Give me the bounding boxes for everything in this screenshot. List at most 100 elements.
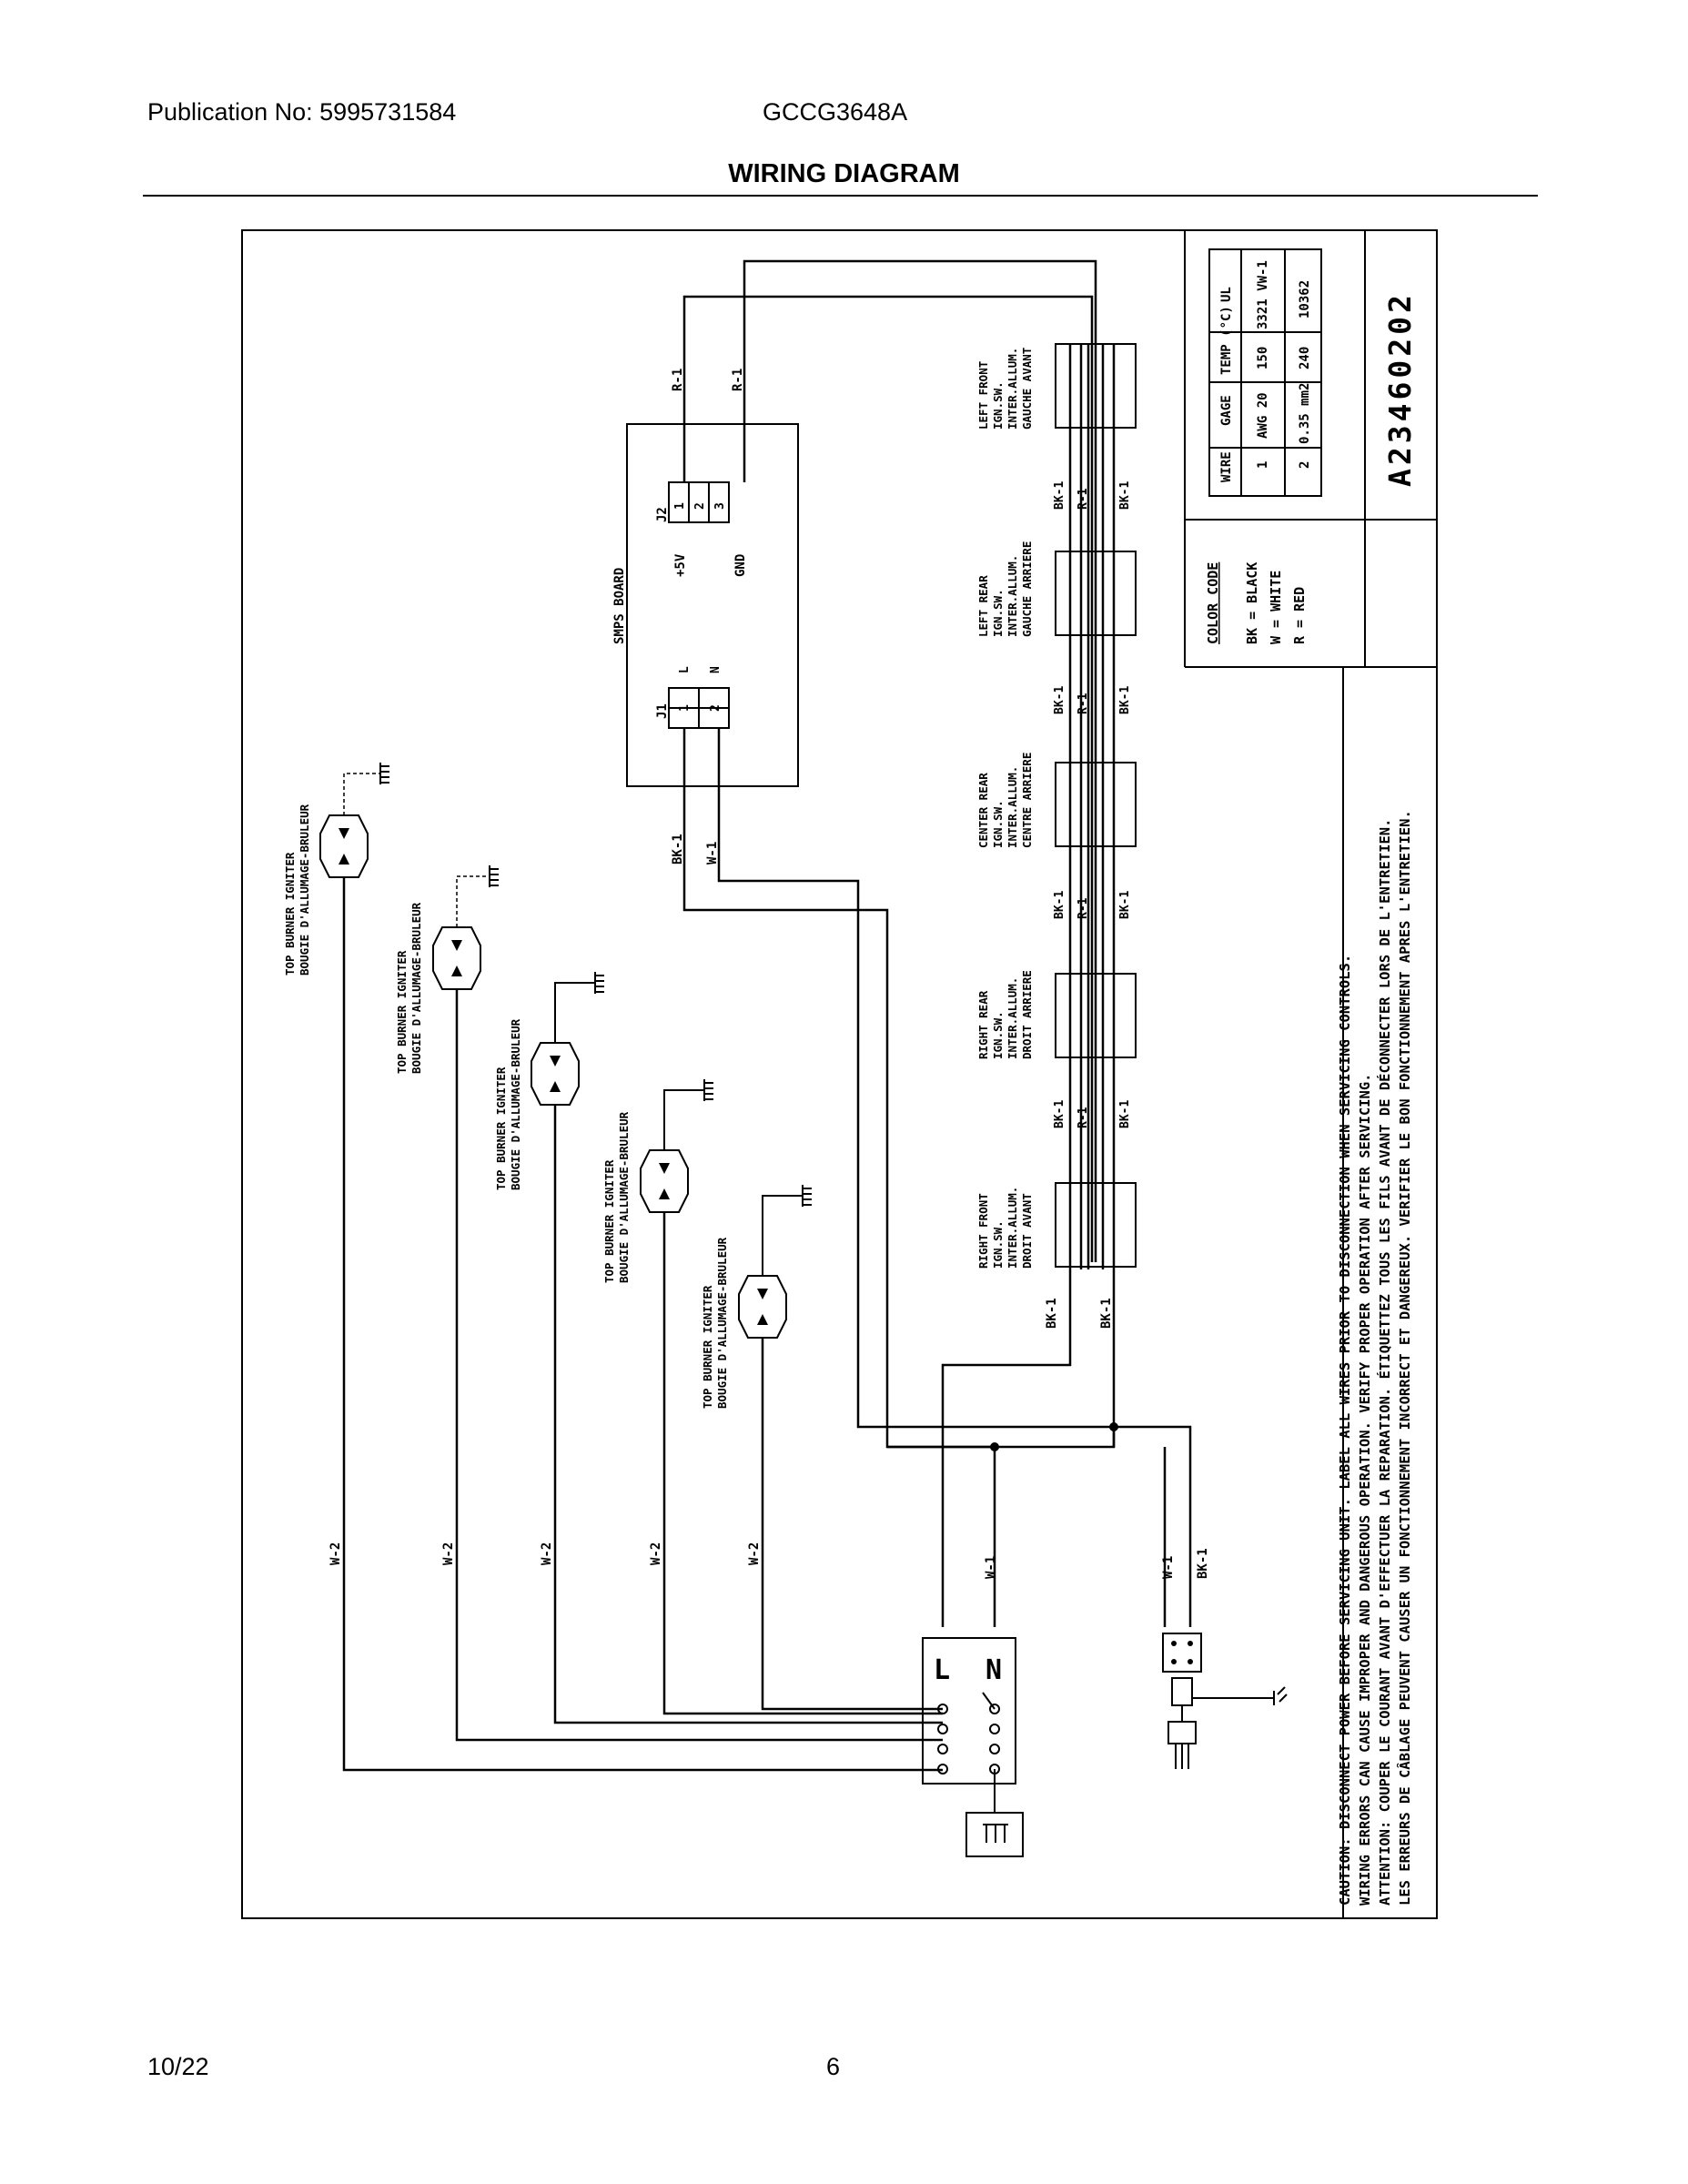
igniter-2 bbox=[432, 865, 499, 999]
j1-pin1: 1 bbox=[678, 704, 692, 712]
svg-text:TOP BURNER IGNITER: TOP BURNER IGNITER bbox=[494, 1067, 508, 1190]
switch-label-right-front: RIGHT FRONT IGN.SW. INTER.ALLUM. DROIT A… bbox=[976, 1187, 1034, 1269]
wire-label-bk1: BK-1 bbox=[1118, 686, 1132, 714]
wire-label-r1: R-1 bbox=[1076, 488, 1090, 510]
color-code-title: COLOR CODE bbox=[1205, 562, 1221, 644]
switch-label-right-rear: RIGHT REAR IGN.SW. INTER.ALLUM. DROIT AR… bbox=[976, 970, 1034, 1059]
svg-text:BOUGIE D'ALLUMAGE-BRULEUR: BOUGIE D'ALLUMAGE-BRULEUR bbox=[509, 1018, 522, 1190]
svg-text:IGN.SW.: IGN.SW. bbox=[991, 1220, 1005, 1269]
wire-label-r1: R-1 bbox=[1076, 897, 1090, 919]
j2-pin3: 3 bbox=[713, 502, 727, 510]
igniter-label-5: TOP BURNER IGNITER BOUGIE D'ALLUMAGE-BRU… bbox=[701, 1237, 729, 1409]
table-row1-gage: AWG 20 bbox=[1256, 392, 1270, 439]
model-number: GCCG3648A bbox=[763, 98, 908, 126]
j2-connector bbox=[668, 481, 730, 523]
wire-label-bk1: BK-1 bbox=[1053, 891, 1066, 919]
smps-board bbox=[626, 423, 799, 787]
svg-text:INTER.ALLUM.: INTER.ALLUM. bbox=[1006, 977, 1019, 1059]
j2-pin1: 1 bbox=[673, 502, 687, 510]
module-l-label: L bbox=[934, 1654, 950, 1686]
diagram-frame bbox=[241, 229, 1438, 1919]
footer-date: 10/22 bbox=[147, 2053, 209, 2080]
svg-text:BOUGIE D'ALLUMAGE-BRULEUR: BOUGIE D'ALLUMAGE-BRULEUR bbox=[409, 902, 423, 1074]
wire-label-w2: W-2 bbox=[540, 1542, 554, 1565]
svg-text:INTER.ALLUM.: INTER.ALLUM. bbox=[1006, 766, 1019, 848]
j2-label: J2 bbox=[655, 507, 670, 522]
wire-label-bk1: BK-1 bbox=[1196, 1548, 1210, 1579]
wire-label-bk1: BK-1 bbox=[1118, 481, 1132, 510]
switch-label-center-rear: CENTER REAR IGN.SW. INTER.ALLUM. CENTRE … bbox=[976, 753, 1034, 848]
ignition-switches bbox=[1055, 343, 1137, 1268]
wire-label-r1: R-1 bbox=[1076, 693, 1090, 714]
j1-label: J1 bbox=[655, 703, 670, 719]
legend-panel: WIRE GAGE TEMP (°C) UL 1 AWG 20 150 3321… bbox=[1184, 230, 1437, 1918]
wire-label-bk1: BK-1 bbox=[1045, 1298, 1059, 1329]
j1-n-label: N bbox=[709, 666, 723, 673]
spark-module bbox=[922, 1637, 1024, 1857]
wire-label-w1: W-1 bbox=[705, 842, 720, 864]
j1-pin2: 2 bbox=[709, 704, 723, 712]
wire-label-bk1: BK-1 bbox=[671, 834, 685, 864]
svg-text:BOUGIE D'ALLUMAGE-BRULEUR: BOUGIE D'ALLUMAGE-BRULEUR bbox=[715, 1237, 729, 1409]
table-row2-ul: 10362 bbox=[1298, 280, 1312, 318]
svg-text:BOUGIE D'ALLUMAGE-BRULEUR: BOUGIE D'ALLUMAGE-BRULEUR bbox=[617, 1111, 631, 1283]
svg-text:GAUCHE AVANT: GAUCHE AVANT bbox=[1020, 348, 1034, 430]
svg-text:IGN.SW.: IGN.SW. bbox=[991, 1011, 1005, 1059]
igniter-3 bbox=[531, 972, 604, 1116]
plus5v-label: +5V bbox=[673, 553, 688, 577]
caution-line-2: WIRING ERRORS CAN CAUSE IMPROPER AND DAN… bbox=[1357, 1073, 1373, 1906]
junction-dot bbox=[990, 1442, 999, 1451]
svg-text:TOP BURNER IGNITER: TOP BURNER IGNITER bbox=[283, 852, 297, 976]
wire-label-w2: W-2 bbox=[747, 1542, 762, 1565]
igniter-1 bbox=[319, 763, 389, 887]
wire-label-bk1: BK-1 bbox=[1099, 1298, 1114, 1329]
svg-text:IGN.SW.: IGN.SW. bbox=[991, 800, 1005, 848]
wire-label-bk1: BK-1 bbox=[1053, 481, 1066, 510]
part-number: A23460202 bbox=[1382, 291, 1418, 487]
svg-text:LEFT REAR: LEFT REAR bbox=[976, 575, 990, 637]
wire-label-r1: R-1 bbox=[731, 369, 745, 391]
junction-dot bbox=[1109, 1422, 1118, 1431]
svg-text:CENTRE ARRIERE: CENTRE ARRIERE bbox=[1020, 753, 1034, 848]
wire-label-bk1: BK-1 bbox=[1118, 1100, 1132, 1128]
switch-right-rear bbox=[1055, 973, 1137, 1058]
igniter-label-1: TOP BURNER IGNITER BOUGIE D'ALLUMAGE-BRU… bbox=[283, 804, 311, 976]
publication-number: Publication No: 5995731584 bbox=[147, 98, 457, 126]
svg-text:TOP BURNER IGNITER: TOP BURNER IGNITER bbox=[395, 950, 409, 1074]
table-row2-gage: 0.35 mm2 bbox=[1298, 383, 1312, 444]
igniter-label-2: TOP BURNER IGNITER BOUGIE D'ALLUMAGE-BRU… bbox=[395, 902, 423, 1074]
igniter-label-3: TOP BURNER IGNITER BOUGIE D'ALLUMAGE-BRU… bbox=[494, 1018, 522, 1190]
table-header-wire: WIRE bbox=[1219, 451, 1234, 482]
svg-text:DROIT ARRIERE: DROIT ARRIERE bbox=[1020, 970, 1034, 1059]
color-code-red: R = RED bbox=[1291, 587, 1308, 644]
wire-label-w1: W-1 bbox=[1161, 1556, 1176, 1579]
wire-label-w2: W-2 bbox=[649, 1542, 663, 1565]
switch-left-front bbox=[1055, 343, 1137, 429]
switch-left-rear bbox=[1055, 551, 1137, 636]
igniter-label-4: TOP BURNER IGNITER BOUGIE D'ALLUMAGE-BRU… bbox=[602, 1111, 631, 1283]
j1-l-label: L bbox=[678, 666, 692, 673]
caution-line-4: LES ERREURS DE CÂBLAGE PEUVENT CAUSER UN… bbox=[1396, 810, 1413, 1906]
wire-label-r1: R-1 bbox=[671, 369, 685, 391]
svg-text:LEFT FRONT: LEFT FRONT bbox=[976, 361, 990, 430]
module-n-label: N bbox=[986, 1654, 1002, 1686]
page-title: WIRING DIAGRAM bbox=[728, 159, 960, 188]
svg-text:BOUGIE D'ALLUMAGE-BRULEUR: BOUGIE D'ALLUMAGE-BRULEUR bbox=[298, 804, 311, 976]
wire-label-bk1: BK-1 bbox=[1118, 891, 1132, 919]
switch-right-front bbox=[1055, 1182, 1137, 1268]
caution-line-1: CAUTION: DISCONNECT POWER BEFORE SERVICI… bbox=[1337, 955, 1353, 1906]
switch-label-left-front: LEFT FRONT IGN.SW. INTER.ALLUM. GAUCHE A… bbox=[976, 348, 1034, 430]
switch-label-left-rear: LEFT REAR IGN.SW. INTER.ALLUM. GAUCHE AR… bbox=[976, 541, 1034, 637]
wire-label-w2: W-2 bbox=[329, 1542, 343, 1565]
svg-text:INTER.ALLUM.: INTER.ALLUM. bbox=[1006, 555, 1019, 637]
table-header-ul: UL bbox=[1219, 287, 1234, 302]
igniters bbox=[319, 763, 812, 1345]
table-header-gage: GAGE bbox=[1219, 395, 1234, 426]
svg-text:INTER.ALLUM.: INTER.ALLUM. bbox=[1006, 348, 1019, 430]
wire-label-bk1: BK-1 bbox=[1053, 1100, 1066, 1128]
page-number: 6 bbox=[826, 2053, 841, 2080]
wire-label-r1: R-1 bbox=[1076, 1107, 1090, 1128]
gnd-label: GND bbox=[733, 554, 748, 577]
table-header-temp: TEMP (°C) bbox=[1219, 306, 1234, 375]
svg-text:CENTER REAR: CENTER REAR bbox=[976, 773, 990, 848]
